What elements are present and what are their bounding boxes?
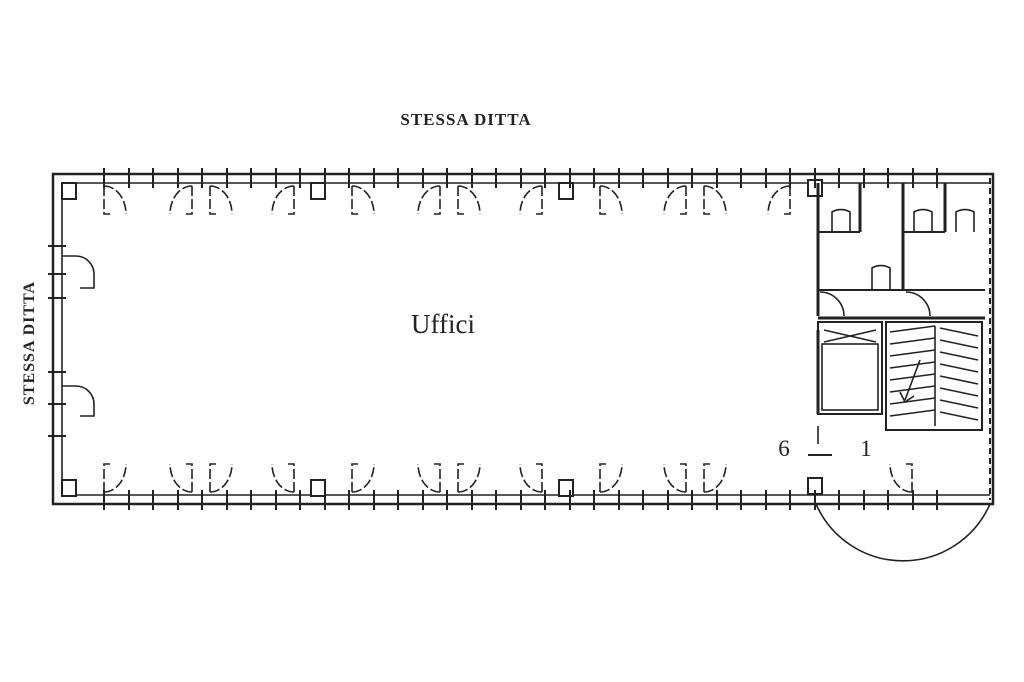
- window-casement: [457, 185, 481, 215]
- room-label-uffici: Uffici: [411, 309, 475, 339]
- stair-step: [939, 351, 979, 361]
- window-casement: [703, 463, 727, 493]
- stair-step: [939, 363, 979, 373]
- stair-step: [889, 349, 936, 357]
- left-neighbor-label: STESSA DITTA: [21, 281, 38, 405]
- window-casement: [209, 185, 233, 215]
- stair-step: [889, 325, 936, 333]
- service-core: [816, 183, 985, 431]
- window-ticks: [48, 168, 938, 510]
- entrance-arc: [815, 503, 991, 562]
- window-casement: [599, 463, 623, 493]
- window-casement: [519, 185, 543, 215]
- window-casement: [767, 185, 791, 215]
- stair-step: [889, 337, 936, 345]
- window-casement: [417, 463, 441, 493]
- stair-step: [889, 385, 936, 393]
- window-casement: [457, 463, 481, 493]
- stair-step: [889, 409, 936, 417]
- stair-step: [889, 373, 936, 381]
- window-casement: [351, 463, 375, 493]
- window-casement: [417, 185, 441, 215]
- window-casement: [519, 463, 543, 493]
- window-casement: [103, 185, 127, 215]
- stair-step: [889, 397, 936, 405]
- window-casement: [663, 463, 687, 493]
- outer-wall: [51, 172, 995, 506]
- stair-step: [939, 399, 979, 409]
- stair-step: [939, 327, 979, 337]
- stair-step: [939, 387, 979, 397]
- unit-label-left: 6: [778, 436, 790, 461]
- window-casement: [889, 463, 913, 493]
- window-casement: [271, 463, 295, 493]
- stair-step: [939, 339, 979, 349]
- stair-step: [939, 411, 979, 421]
- window-casement: [599, 185, 623, 215]
- unit-label-right: 1: [860, 436, 872, 461]
- window-casements: [103, 185, 913, 493]
- left-wall-doors: [52, 245, 95, 437]
- top-neighbor-label: STESSA DITTA: [400, 110, 531, 129]
- window-casement: [663, 185, 687, 215]
- window-casement: [703, 185, 727, 215]
- window-casement: [103, 463, 127, 493]
- window-casement: [169, 463, 193, 493]
- stair-step: [889, 361, 936, 369]
- window-casement: [169, 185, 193, 215]
- window-casement: [209, 463, 233, 493]
- stair-step: [939, 375, 979, 385]
- window-casement: [351, 185, 375, 215]
- window-casement: [271, 185, 295, 215]
